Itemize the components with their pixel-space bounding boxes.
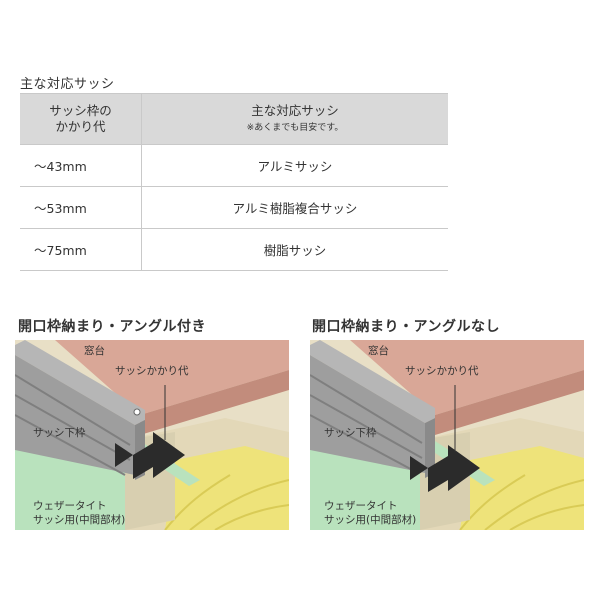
table-title: 主な対応サッシ (20, 77, 115, 92)
sash-frame-top (15, 340, 145, 425)
insulation (165, 446, 289, 530)
label-material-2: サッシ用(中間部材) (33, 513, 125, 526)
sill-front (140, 370, 289, 435)
sill-top (350, 340, 584, 415)
header-note: ※あくまでも目安です。 (246, 122, 344, 133)
sash-frame-edge (425, 418, 435, 478)
sash-rib (15, 414, 126, 476)
sash-rib (310, 374, 423, 444)
table-row: 〜43mm アルミサッシ (20, 144, 448, 187)
label-frame: サッシ下枠 (324, 426, 377, 439)
sash-rib (310, 414, 419, 474)
allowance-cell: 〜75mm (20, 228, 142, 271)
sash-cell: アルミサッシ (141, 144, 448, 187)
sash-rib (310, 394, 423, 459)
diagram-left-title: 開口枠納まり・アングル付き (18, 319, 206, 335)
table-row: 〜75mm 樹脂サッシ (20, 228, 448, 271)
double-arrow-icon-left (410, 456, 428, 480)
insulation-texture (459, 474, 584, 530)
allowance-cell: 〜53mm (20, 186, 142, 229)
screw-icon (133, 408, 141, 416)
sill-front (435, 370, 584, 435)
diagram-right-title: 開口枠納まり・アングルなし (312, 319, 500, 335)
double-arrow-icon (428, 445, 480, 492)
label-allowance: サッシかかり代 (115, 365, 189, 377)
double-arrow-icon (133, 432, 185, 479)
label-frame: サッシ下枠 (33, 426, 86, 439)
allowance-cell: 〜43mm (20, 144, 142, 187)
sash-rib (15, 394, 131, 461)
sash-rib (15, 374, 131, 446)
insulation-texture (164, 474, 289, 530)
table-header-row: サッシ枠の かかり代 主な対応サッシ ※あくまでも目安です。 (20, 93, 448, 145)
insulation (460, 446, 584, 530)
diagram-with-angle: 窓台 サッシかかり代 サッシ下枠 ウェザータイト サッシ用(中間部材) (15, 340, 289, 530)
label-sill: 窓台 (368, 344, 389, 357)
double-arrow-icon-left (115, 443, 133, 467)
sash-cell: 樹脂サッシ (141, 228, 448, 271)
label-sill: 窓台 (84, 344, 105, 357)
label-allowance: サッシかかり代 (405, 365, 479, 377)
diagram-without-angle: 窓台 サッシかかり代 サッシ下枠 ウェザータイト サッシ用(中間部材) (310, 340, 584, 530)
label-material-1: ウェザータイト (324, 500, 398, 512)
table-row: 〜53mm アルミ樹脂複合サッシ (20, 186, 448, 229)
label-material-1: ウェザータイト (33, 500, 107, 512)
sill-top (55, 340, 289, 415)
sash-frame-top (310, 340, 435, 423)
sash-cell: アルミ樹脂複合サッシ (141, 186, 448, 229)
header-sash-label: 主な対応サッシ (251, 102, 339, 118)
header-sash: 主な対応サッシ ※あくまでも目安です。 (141, 93, 448, 145)
header-allowance: サッシ枠の かかり代 (20, 93, 142, 145)
label-material-2: サッシ用(中間部材) (324, 513, 416, 526)
sash-spec-table: サッシ枠の かかり代 主な対応サッシ ※あくまでも目安です。 〜43mm アルミ… (20, 93, 448, 271)
